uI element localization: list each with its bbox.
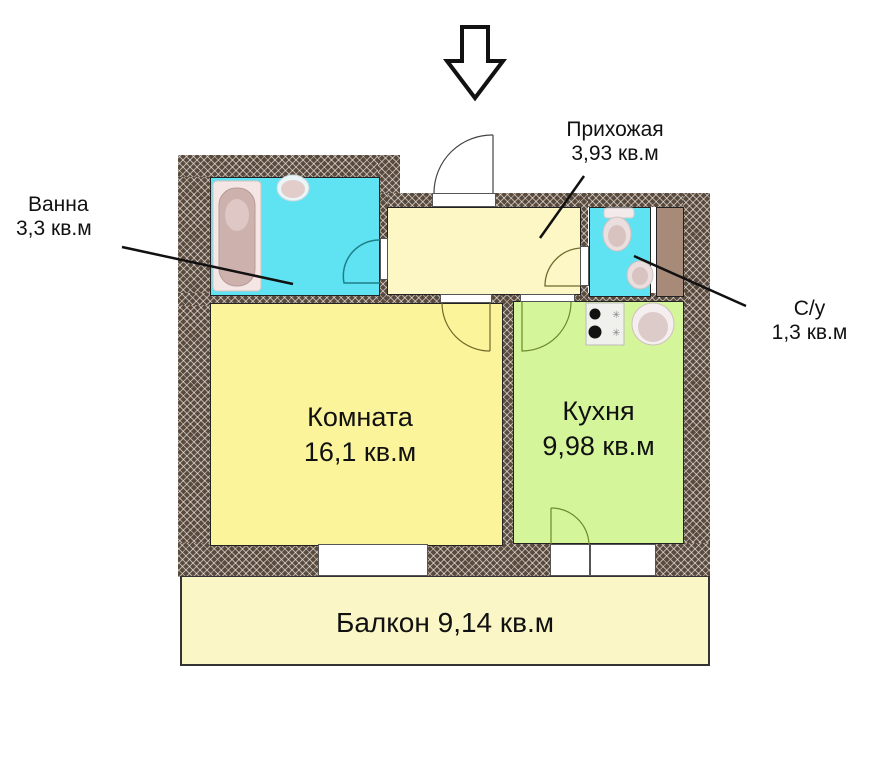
wc-door-opening	[580, 246, 589, 286]
kitchen-door-opening	[520, 294, 575, 302]
wc-name: С/у	[793, 297, 826, 320]
room-balcony	[180, 576, 710, 666]
bath-area: 3,3 кв.м	[16, 217, 92, 241]
living-label: Комната 16,1 кв.м	[240, 402, 480, 468]
kitchen-label: Кухня 9,98 кв.м	[513, 396, 684, 462]
hall-area: 3,93 кв.м	[571, 142, 659, 166]
room-wc	[589, 207, 651, 297]
wc-label: С/у 1,3 кв.м	[752, 297, 867, 345]
wall-room-kitchen	[501, 293, 513, 551]
hall-name: Прихожая	[566, 118, 664, 141]
hall-label: Прихожая 3,93 кв.м	[540, 118, 690, 166]
room-hall	[387, 207, 581, 295]
wall-top-bath	[178, 155, 400, 177]
bath-name: Ванна	[28, 193, 89, 216]
living-name: Комната	[307, 402, 413, 432]
room-window	[318, 544, 428, 576]
balcony-door	[550, 544, 590, 576]
entrance-door-opening	[432, 193, 496, 207]
room-door-opening	[440, 294, 492, 303]
room-bath	[210, 177, 380, 296]
shaft	[656, 207, 684, 297]
kitchen-area: 9,98 кв.м	[542, 431, 655, 462]
wc-area: 1,3 кв.м	[771, 321, 848, 345]
bath-label: Ванна 3,3 кв.м	[10, 193, 143, 241]
kitchen-name: Кухня	[562, 396, 635, 426]
wall-left	[178, 155, 210, 575]
living-area: 16,1 кв.м	[303, 437, 417, 468]
bath-door-opening	[380, 238, 388, 280]
wall-top-hall	[378, 193, 708, 207]
wall-right	[683, 193, 710, 575]
kitchen-window	[590, 544, 656, 576]
balcony-label: Балкон 9,14 кв.м	[335, 607, 555, 638]
